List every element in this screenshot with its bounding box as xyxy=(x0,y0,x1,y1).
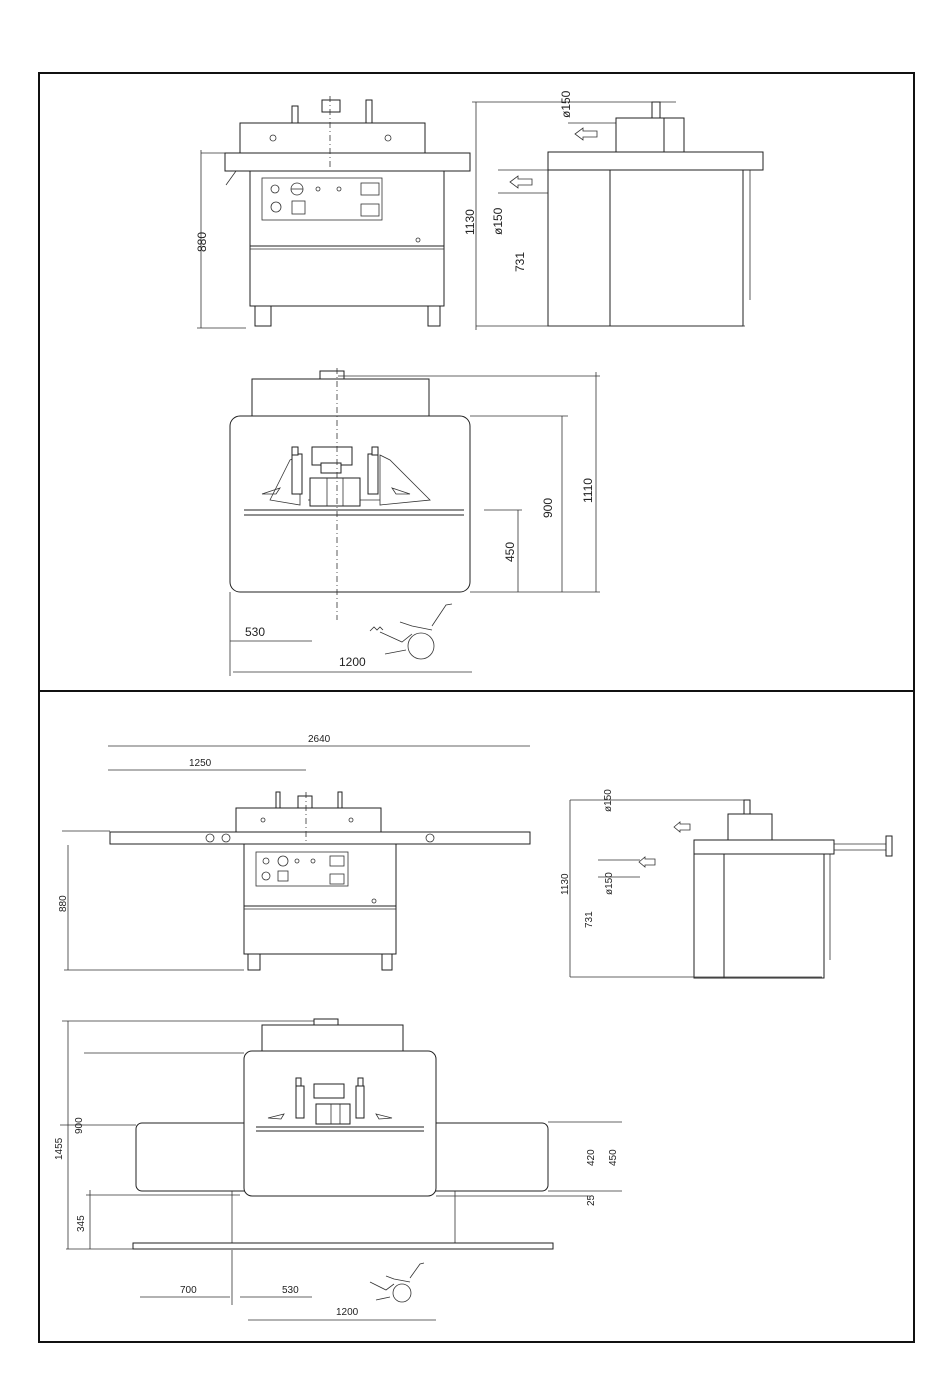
top-front-elevation: 880 xyxy=(195,96,470,328)
dim-2640: 2640 xyxy=(308,734,331,745)
operator-figure xyxy=(370,604,452,659)
dim-1200-b: 1200 xyxy=(336,1307,359,1318)
dim-900: 900 xyxy=(541,498,555,518)
dim-345: 345 xyxy=(76,1215,87,1232)
dim-1130: 1130 xyxy=(463,209,477,235)
dim-731: 731 xyxy=(513,252,527,272)
bottom-front-elevation: 2640 1250 880 xyxy=(58,734,530,970)
top-side-elevation: ø150 1130 ø150 731 xyxy=(463,90,763,330)
bottom-plan-view: 1455 900 345 420 450 25 700 530 1200 xyxy=(54,1019,622,1320)
dim-880-b: 880 xyxy=(58,895,69,912)
dim-880: 880 xyxy=(195,232,209,252)
dim-1200: 1200 xyxy=(339,655,366,669)
dim-530-b: 530 xyxy=(282,1285,299,1296)
operator-figure-small xyxy=(370,1263,424,1302)
dim-25: 25 xyxy=(586,1194,597,1206)
dim-450-b: 450 xyxy=(608,1149,619,1166)
dim-700: 700 xyxy=(180,1285,197,1296)
dim-d150-c: ø150 xyxy=(603,789,614,812)
bottom-side-elevation: ø150 1130 ø150 731 xyxy=(560,789,892,978)
dim-1455: 1455 xyxy=(54,1137,65,1160)
dim-900-b: 900 xyxy=(74,1117,85,1134)
dim-420: 420 xyxy=(586,1149,597,1166)
dim-d150-b: ø150 xyxy=(491,207,505,235)
top-plan-view: 900 1110 450 530 1200 xyxy=(230,368,600,676)
dim-1110: 1110 xyxy=(581,478,595,503)
dim-530: 530 xyxy=(245,625,265,639)
dim-d150-a: ø150 xyxy=(559,90,573,118)
dim-450: 450 xyxy=(503,542,517,562)
dim-731-b: 731 xyxy=(584,911,595,928)
dim-1250: 1250 xyxy=(189,758,212,769)
dim-1130-b: 1130 xyxy=(560,873,571,895)
dim-d150-d: ø150 xyxy=(604,872,615,895)
